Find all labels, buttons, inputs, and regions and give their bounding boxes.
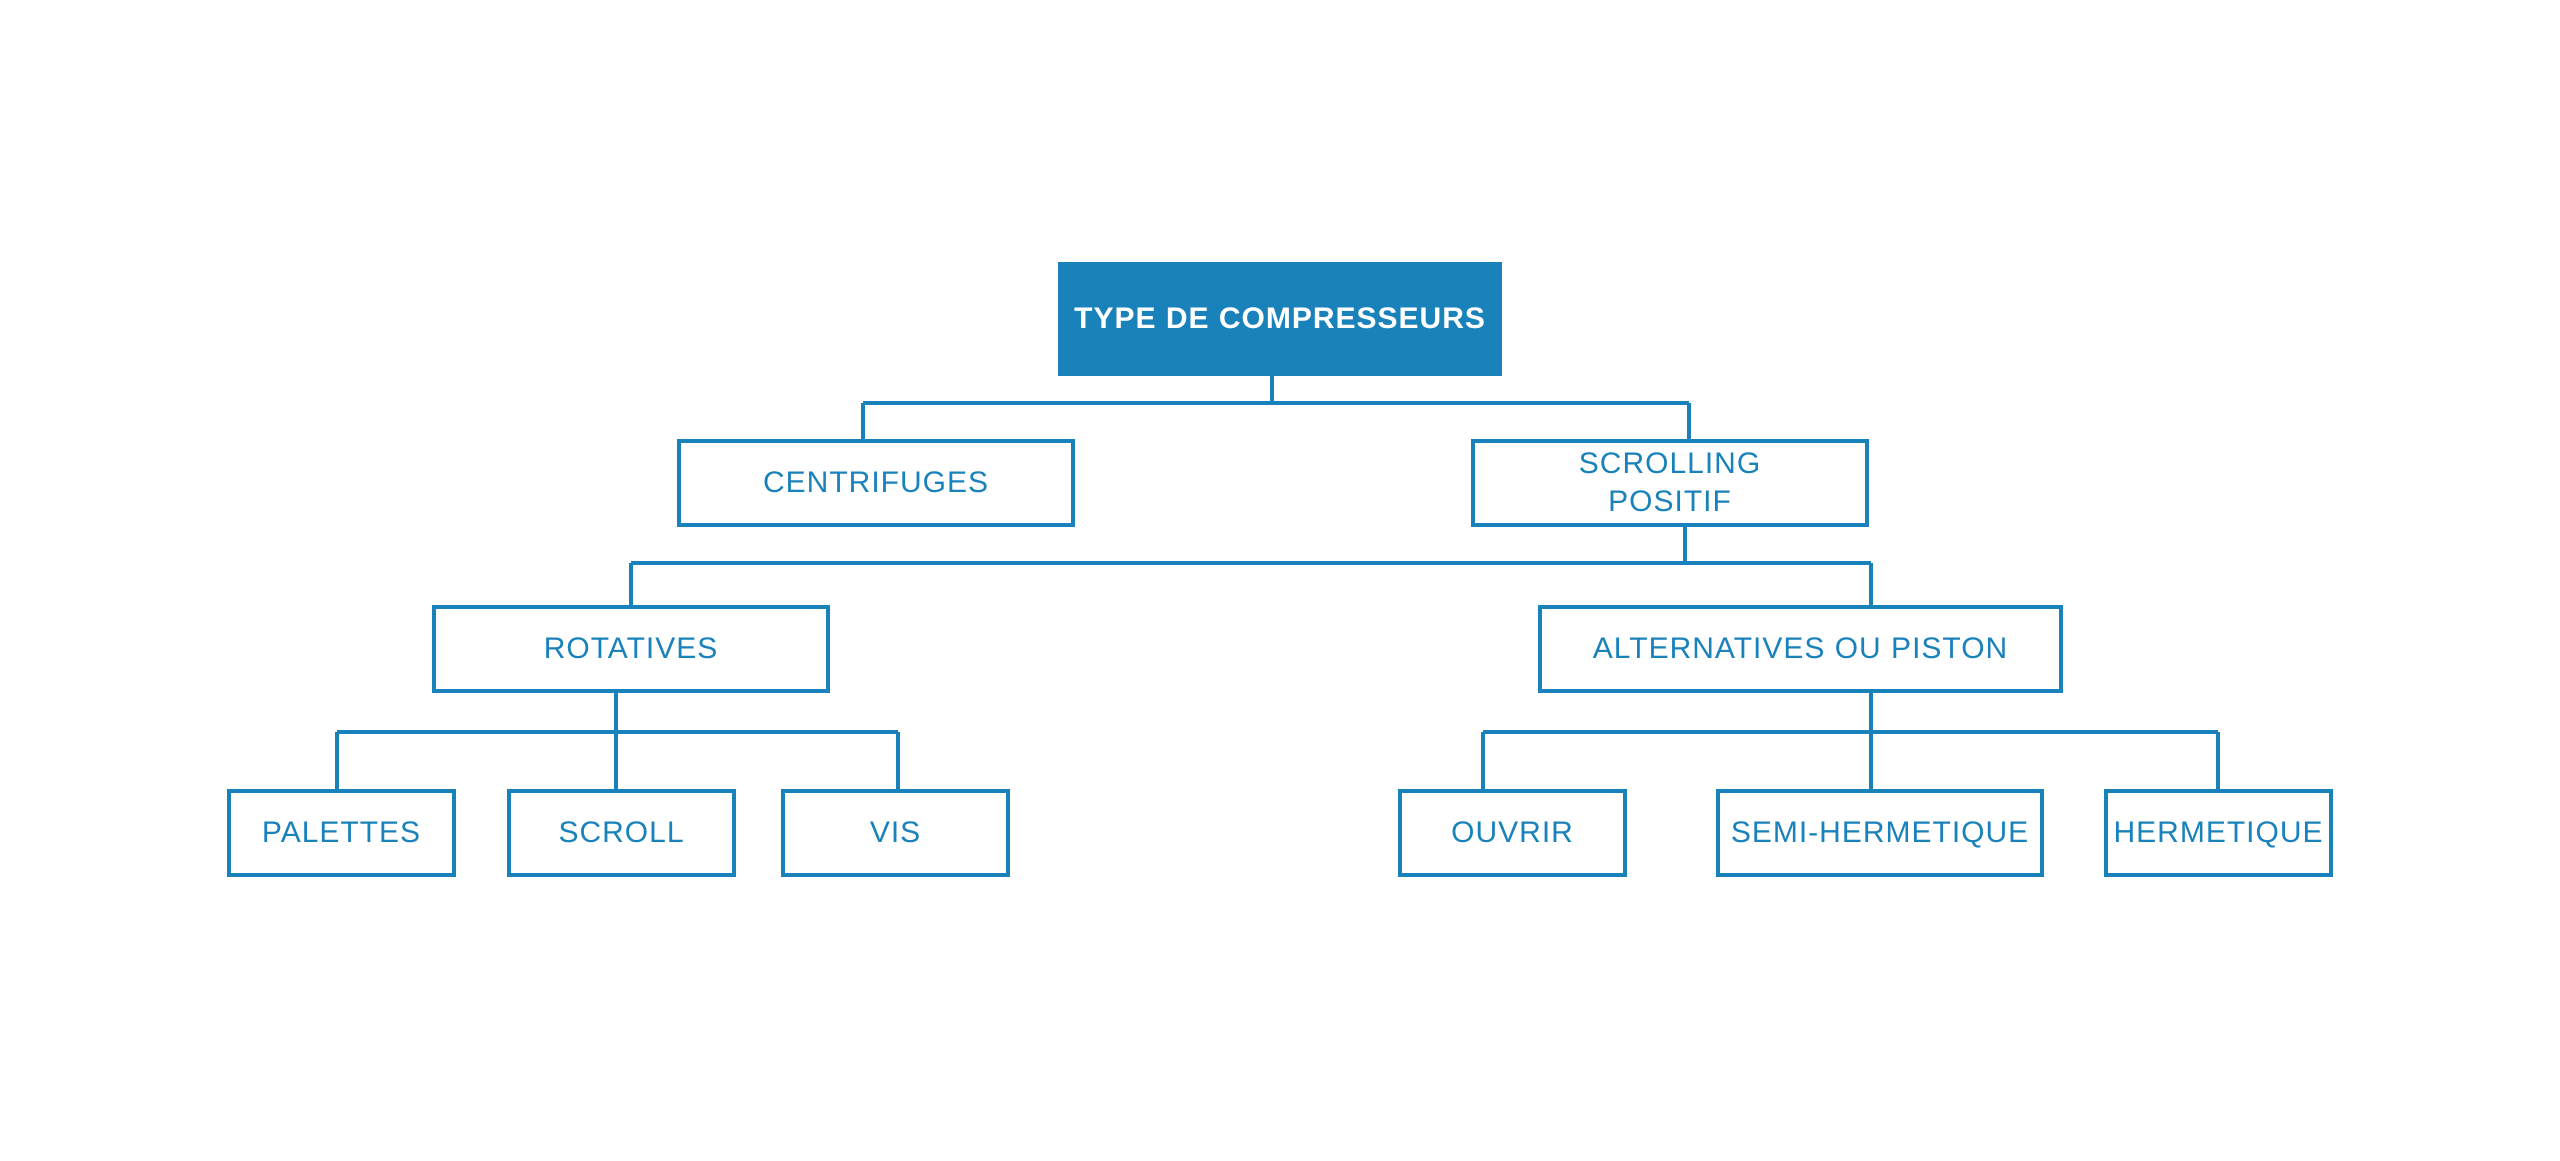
node-palettes: PALETTES bbox=[227, 789, 456, 877]
node-centrifuges: CENTRIFUGES bbox=[677, 439, 1075, 527]
node-ouvrir: OUVRIR bbox=[1398, 789, 1627, 877]
node-scrolling-positif: SCROLLING POSITIF bbox=[1471, 439, 1869, 527]
node-semi-hermetique: SEMI-HERMETIQUE bbox=[1716, 789, 2044, 877]
connector-alternatives-children bbox=[1481, 693, 2220, 789]
node-rotatives: ROTATIVES bbox=[432, 605, 830, 693]
node-scroll: SCROLL bbox=[507, 789, 736, 877]
node-vis: VIS bbox=[781, 789, 1010, 877]
root-node-type-de-compresseurs: TYPE DE COMPRESSEURS bbox=[1058, 262, 1502, 376]
connector-root-children bbox=[861, 376, 1691, 439]
node-hermetique: HERMETIQUE bbox=[2104, 789, 2333, 877]
connector-rotatives-children bbox=[335, 693, 900, 789]
node-alternatives-ou-piston: ALTERNATIVES OU PISTON bbox=[1538, 605, 2063, 693]
connector-scrolling-children bbox=[629, 527, 1873, 605]
